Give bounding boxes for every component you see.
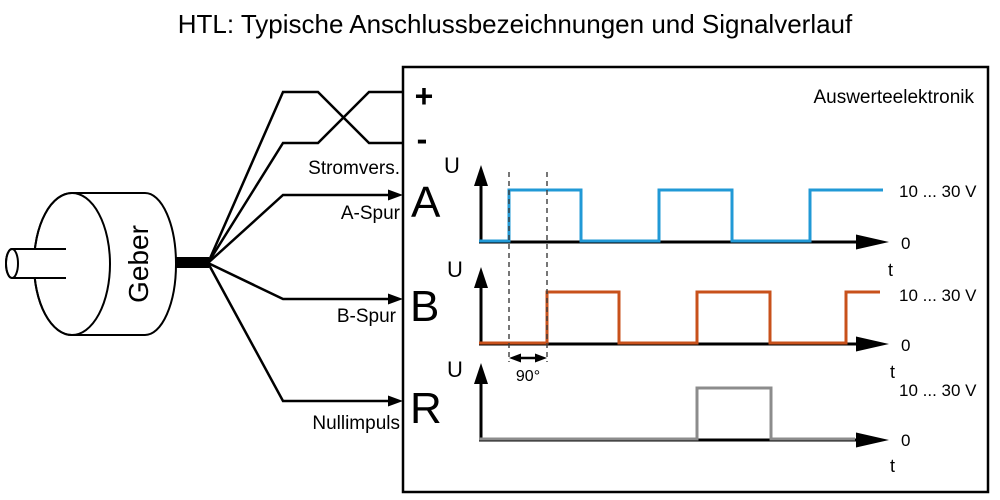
electronics-box-label: Auswerteelektronik (813, 87, 974, 108)
signal-r-plot: U R 10 ... 30 V 0 t (410, 357, 977, 476)
signal-b-u-arrowhead-icon (474, 267, 488, 288)
wire-power-cross-down (206, 90, 403, 264)
wire-b-spur (207, 261, 391, 301)
page-title: HTL: Typische Anschlussbezeichnungen und… (178, 9, 853, 39)
signal-a-waveform (479, 188, 883, 243)
signal-b-plot: U B 10 ... 30 V 0 t (410, 257, 977, 382)
signal-r-u-axis-label: U (447, 357, 463, 382)
nullimpuls-arrowhead-icon (388, 395, 403, 407)
phase-shift-annotation: 90° (508, 172, 548, 385)
wire-a-spur (207, 193, 391, 264)
phase-arrow-right-icon (535, 353, 547, 363)
signal-b-u-axis-label: U (447, 257, 463, 282)
signal-b-time-label: t (890, 362, 895, 382)
a-spur-label: A-Spur (341, 203, 401, 224)
encoder-shaft-end (5, 248, 19, 279)
encoder-shaft-fill (6, 249, 66, 278)
signal-r-zero-label: 0 (901, 431, 910, 450)
signal-a-t-arrowhead-icon (856, 234, 889, 250)
a-spur-arrowhead-icon (388, 189, 403, 201)
encoder-symbol: Geber (5, 192, 209, 336)
signal-r-time-label: t (890, 456, 895, 476)
phase-arrow-left-icon (509, 353, 521, 363)
minus-terminal-label: - (417, 121, 428, 157)
wiring (206, 90, 403, 407)
b-spur-label: B-Spur (337, 306, 397, 327)
phase-shift-label: 90° (516, 368, 540, 385)
signal-a-u-axis-label: U (444, 153, 460, 178)
b-spur-arrowhead-icon (388, 293, 403, 305)
wire-nullimpuls (206, 262, 391, 403)
signal-r-waveform (479, 386, 855, 441)
wire-power-cross-up (206, 90, 403, 264)
signal-a-u-arrowhead-icon (474, 165, 488, 186)
signal-b-letter: B (410, 282, 439, 331)
signal-r-u-arrowhead-icon (474, 363, 488, 384)
signal-r-letter: R (410, 384, 442, 433)
signal-a-zero-label: 0 (901, 234, 910, 253)
signal-a-time-label: t (888, 260, 893, 280)
signal-b-t-arrowhead-icon (856, 336, 889, 352)
plus-terminal-label: + (415, 78, 434, 114)
nullimpuls-label: Nullimpuls (312, 413, 400, 434)
signal-a-plot: U A 10 ... 30 V 0 t (411, 153, 977, 280)
power-supply-label: Stromvers. (308, 158, 400, 179)
encoder-label: Geber (123, 225, 154, 303)
signal-b-high-level-label: 10 ... 30 V (899, 286, 977, 305)
signal-a-letter: A (411, 178, 441, 227)
signal-a-high-level-label: 10 ... 30 V (899, 182, 977, 201)
signal-r-t-arrowhead-icon (856, 432, 889, 448)
signal-r-high-level-label: 10 ... 30 V (899, 381, 977, 400)
encoder-cable (176, 257, 209, 268)
signal-b-zero-label: 0 (901, 336, 910, 355)
